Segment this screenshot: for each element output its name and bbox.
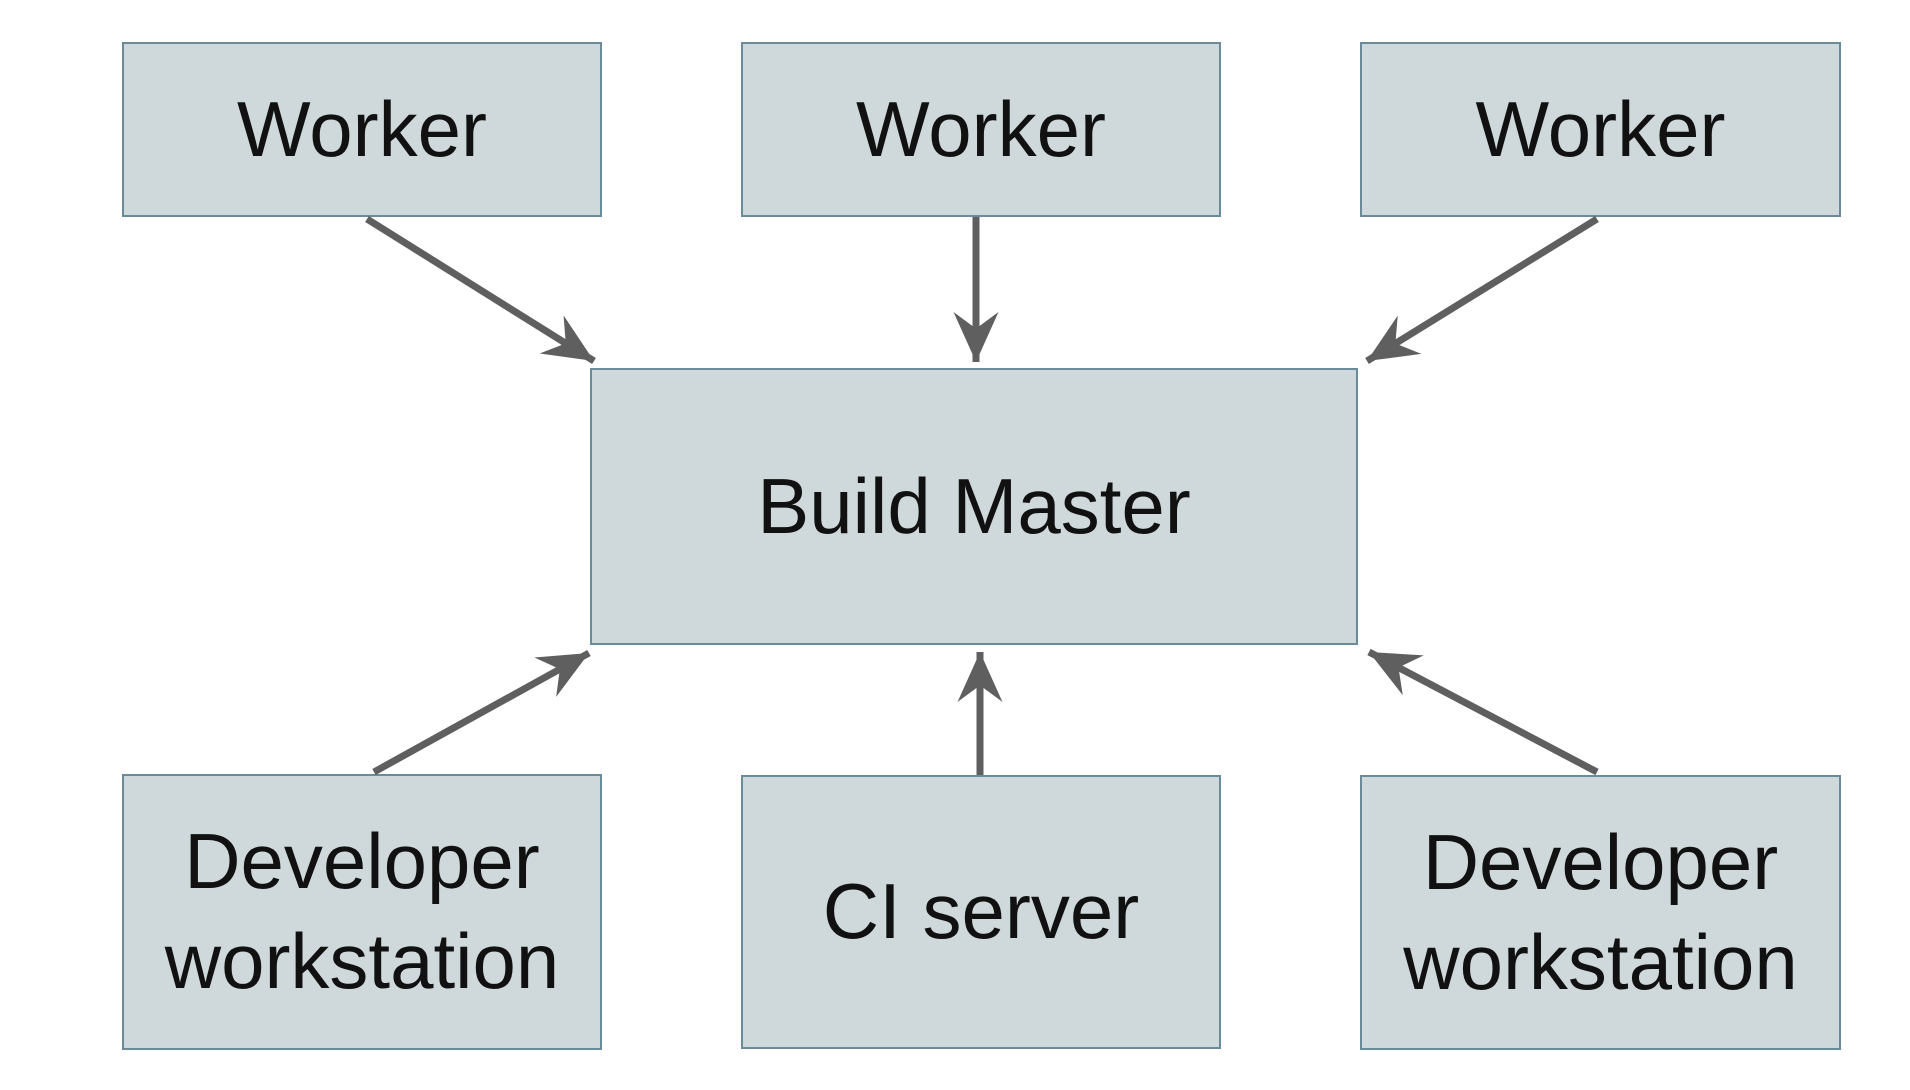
edge-developer-workstation-right-to-build-master: [1367, 648, 1599, 776]
edge-worker-3-to-build-master: [1365, 216, 1599, 364]
node-ci-server-label: CI server: [822, 867, 1140, 956]
node-worker-1-label: Worker: [237, 84, 487, 173]
node-worker-3-label: Worker: [1475, 84, 1726, 173]
edge-developer-workstation-left-to-build-master: [372, 649, 591, 776]
node-build-master: Build Master: [590, 368, 1358, 645]
node-worker-2-label: Worker: [856, 84, 1106, 173]
node-worker-1: Worker: [122, 42, 602, 217]
node-worker-3: Worker: [1360, 42, 1841, 217]
node-ci-server: CI server: [741, 775, 1221, 1049]
node-build-master-label: Build Master: [757, 461, 1191, 550]
node-developer-workstation-right: Developer workstation: [1360, 775, 1841, 1050]
node-worker-2: Worker: [741, 42, 1221, 217]
node-developer-workstation-left: Developer workstation: [122, 774, 602, 1050]
node-developer-workstation-left-label: Developer workstation: [164, 817, 560, 1005]
node-developer-workstation-right-label: Developer workstation: [1403, 817, 1798, 1006]
edge-worker-1-to-build-master: [365, 216, 596, 364]
